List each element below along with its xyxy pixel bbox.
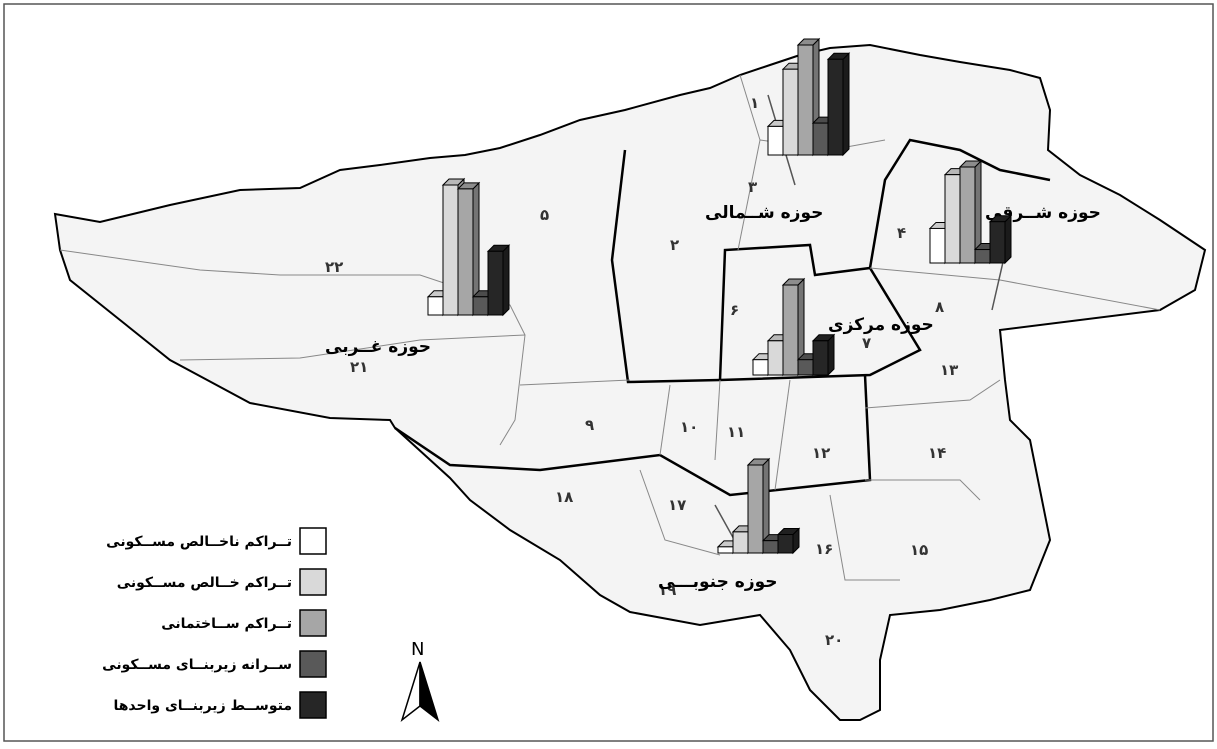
zone-labels: حوزه غــربی حوزه شــمالی حوزه شــرقی حوز… bbox=[325, 203, 1101, 592]
north-arrow: N bbox=[400, 639, 440, 723]
district-22: ۲۲ bbox=[325, 258, 343, 276]
district-7: ۷ bbox=[862, 334, 871, 352]
bar-west-1 bbox=[442, 184, 459, 316]
bar-south-1 bbox=[732, 531, 749, 554]
legend-swatch-3 bbox=[299, 650, 327, 678]
bar-central-4 bbox=[812, 340, 829, 376]
north-arrow-label: N bbox=[411, 639, 424, 660]
bar-chart-west bbox=[426, 177, 511, 317]
district-16: ۱۶ bbox=[815, 540, 833, 558]
district-19: ۱۹ bbox=[658, 581, 676, 599]
legend-label-1: تــراکم خــالص مســکونی bbox=[117, 575, 292, 591]
bar-south-2 bbox=[747, 464, 764, 554]
district-3: ۳ bbox=[748, 178, 757, 196]
zone-label-central: حوزه مرکزی bbox=[828, 315, 934, 335]
district-11: ۱۱ bbox=[727, 423, 745, 441]
bar-side-central-4 bbox=[827, 333, 835, 377]
bar-west-3 bbox=[472, 296, 489, 316]
legend-swatch-1 bbox=[299, 568, 327, 596]
district-4: ۴ bbox=[897, 224, 906, 242]
district-18: ۱۸ bbox=[555, 488, 573, 506]
legend: تــراکم ناخــالص مســکونی تــراکم خــالص … bbox=[102, 527, 327, 719]
bar-central-2 bbox=[782, 284, 799, 376]
zone-label-west: حوزه غــربی bbox=[325, 337, 431, 357]
bar-south-3 bbox=[762, 540, 779, 554]
bar-south-4 bbox=[777, 534, 794, 554]
north-arrow-right bbox=[419, 661, 440, 723]
district-5: ۵ bbox=[540, 206, 549, 224]
bar-central-3 bbox=[797, 359, 814, 376]
bar-chart-east bbox=[928, 159, 1013, 265]
bar-north-3 bbox=[812, 122, 829, 156]
bar-south-0 bbox=[717, 546, 734, 554]
district-12: ۱۲ bbox=[812, 444, 830, 462]
district-10: ۱۰ bbox=[680, 418, 698, 436]
bar-west-0 bbox=[427, 296, 444, 316]
bar-west-4 bbox=[487, 250, 504, 316]
district-6: ۶ bbox=[730, 301, 739, 319]
bar-east-2 bbox=[959, 166, 976, 264]
legend-label-4: متوســط زیربنــای واحدها bbox=[113, 698, 292, 714]
district-1: ۱ bbox=[750, 94, 759, 112]
bar-chart-south bbox=[716, 457, 801, 555]
zone-label-east: حوزه شــرقی bbox=[985, 203, 1101, 223]
district-13: ۱۳ bbox=[940, 361, 958, 379]
bar-west-2 bbox=[457, 188, 474, 316]
legend-swatch-0 bbox=[299, 527, 327, 555]
bar-east-0 bbox=[929, 227, 946, 264]
legend-swatch-2 bbox=[299, 609, 327, 637]
bar-central-1 bbox=[767, 340, 784, 376]
bar-east-4 bbox=[989, 221, 1006, 264]
zone-label-south: حوزه جنوبـــی bbox=[658, 572, 778, 592]
district-labels: ۱ ۲ ۳ ۴ ۵ ۶ ۷ ۸ ۹ ۱۰ ۱۱ ۱۲ ۱۳ ۱۴ ۱۵ ۱۶ ۱… bbox=[325, 94, 958, 649]
bar-central-0 bbox=[752, 359, 769, 376]
bar-chart-central bbox=[751, 277, 836, 377]
bar-east-1 bbox=[944, 174, 961, 264]
district-17: ۱۷ bbox=[668, 496, 686, 514]
district-2: ۲ bbox=[670, 236, 679, 254]
bar-charts bbox=[426, 37, 1013, 555]
district-20: ۲۰ bbox=[825, 631, 843, 649]
district-15: ۱۵ bbox=[910, 541, 928, 559]
legend-label-3: ســرانه زیربنــای مســکونی bbox=[102, 657, 292, 673]
bar-side-west-4 bbox=[502, 244, 510, 317]
bar-north-2 bbox=[797, 44, 814, 156]
bar-north-4 bbox=[827, 58, 844, 156]
legend-swatch-4 bbox=[299, 691, 327, 719]
district-8: ۸ bbox=[935, 298, 944, 316]
district-14: ۱۴ bbox=[928, 444, 946, 462]
bar-east-3 bbox=[974, 249, 991, 264]
bar-north-1 bbox=[782, 68, 799, 156]
district-9: ۹ bbox=[585, 416, 594, 434]
bar-side-north-4 bbox=[842, 52, 850, 157]
zone-label-north: حوزه شــمالی bbox=[705, 203, 823, 223]
legend-label-2: تــراکم ســاختمانی bbox=[161, 616, 292, 632]
district-21: ۲۱ bbox=[350, 358, 368, 376]
legend-label-0: تــراکم ناخــالص مســکونی bbox=[106, 534, 292, 550]
bar-side-east-4 bbox=[1004, 214, 1012, 265]
bar-chart-north bbox=[766, 37, 851, 157]
bar-north-0 bbox=[767, 125, 784, 156]
